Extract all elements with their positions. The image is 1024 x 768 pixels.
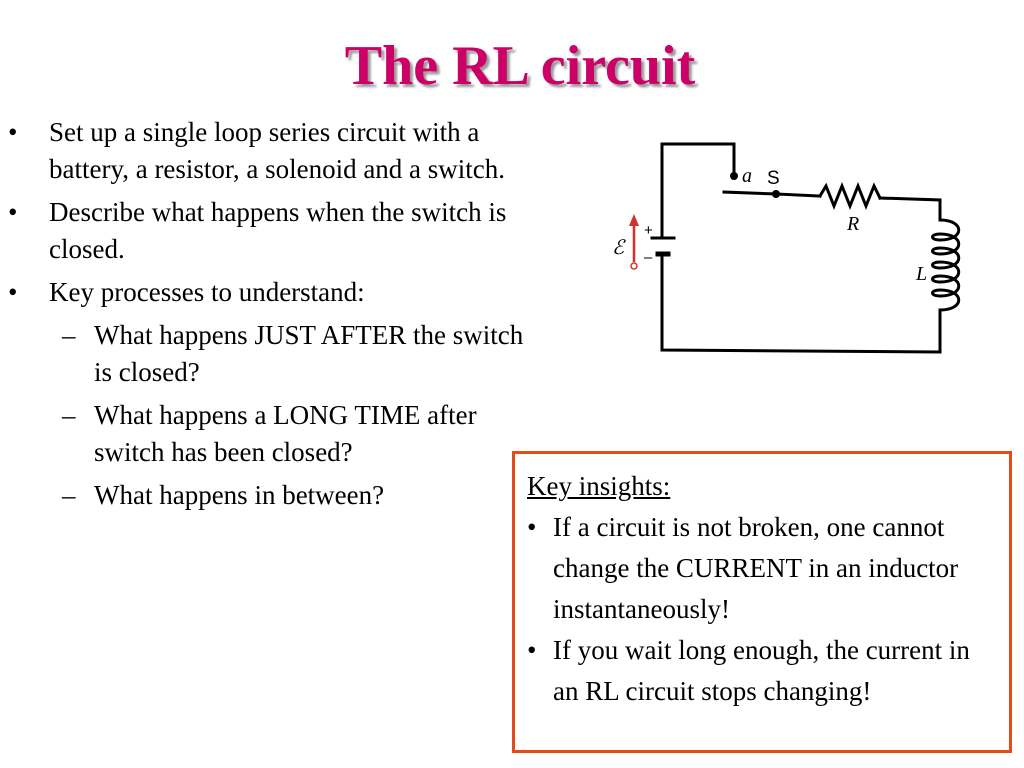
bullet-item: • Set up a single loop series circuit wi… — [8, 114, 528, 188]
wire-to-resistor — [774, 192, 822, 198]
emf-arrow-head — [629, 214, 639, 226]
bullet-marker: • — [527, 512, 537, 542]
bullet-marker: • — [8, 277, 18, 307]
circuit-label-minus: – — [644, 249, 653, 266]
emf-arrow-tail — [630, 262, 638, 270]
sub-bullet-marker: – — [62, 400, 76, 430]
bullet-list: • Set up a single loop series circuit wi… — [8, 114, 528, 520]
insight-text: If a circuit is not broken, one cannot c… — [553, 512, 959, 624]
key-insights-box: Key insights: • If a circuit is not brok… — [512, 451, 1012, 753]
circuit-label-resistor: R — [846, 213, 859, 235]
rl-circuit-diagram: a S R L ℰ + – — [612, 142, 961, 354]
sub-bullet-text: What happens in between? — [94, 480, 385, 510]
bullet-marker: • — [527, 635, 537, 665]
slide-title: The RL circuit — [344, 35, 696, 97]
bullet-text: Set up a single loop series circuit with… — [49, 117, 506, 184]
switch-terminal-a — [730, 172, 738, 180]
bullet-item: • Key processes to understand: — [8, 274, 528, 311]
circuit-label-switch: S — [767, 168, 780, 189]
bullet-text: Describe what happens when the switch is… — [49, 197, 507, 264]
circuit-label-emf: ℰ — [612, 235, 626, 259]
insight-text: If you wait long enough, the current in … — [553, 635, 970, 706]
wire-bottom — [660, 266, 942, 354]
insight-item: • If you wait long enough, the current i… — [527, 630, 999, 712]
key-insights-heading: Key insights: — [527, 471, 671, 501]
inductor-coil — [931, 218, 961, 312]
sub-bullet-text: What happens a LONG TIME after switch ha… — [94, 400, 477, 467]
switch-pivot — [772, 190, 780, 198]
sub-bullet-marker: – — [62, 480, 76, 510]
bullet-text: Key processes to understand: — [49, 277, 365, 307]
sub-bullet-item: – What happens in between? — [8, 477, 528, 514]
sub-bullet-item: – What happens JUST AFTER the switch is … — [8, 317, 528, 391]
bullet-marker: • — [8, 197, 18, 227]
circuit-label-inductor: L — [915, 263, 927, 285]
wire-top-left — [660, 142, 736, 232]
bullet-marker: • — [8, 117, 18, 147]
wire-to-inductor — [878, 196, 942, 222]
circuit-label-a: a — [742, 165, 752, 187]
sub-bullet-text: What happens JUST AFTER the switch is cl… — [94, 320, 524, 387]
insight-item: • If a circuit is not broken, one cannot… — [527, 507, 999, 630]
sub-bullet-marker: – — [62, 320, 76, 350]
bullet-item: • Describe what happens when the switch … — [8, 194, 528, 268]
circuit-label-plus: + — [644, 222, 653, 239]
switch-arm — [722, 190, 778, 196]
resistor-zigzag — [817, 181, 883, 211]
sub-bullet-item: – What happens a LONG TIME after switch … — [8, 397, 528, 471]
